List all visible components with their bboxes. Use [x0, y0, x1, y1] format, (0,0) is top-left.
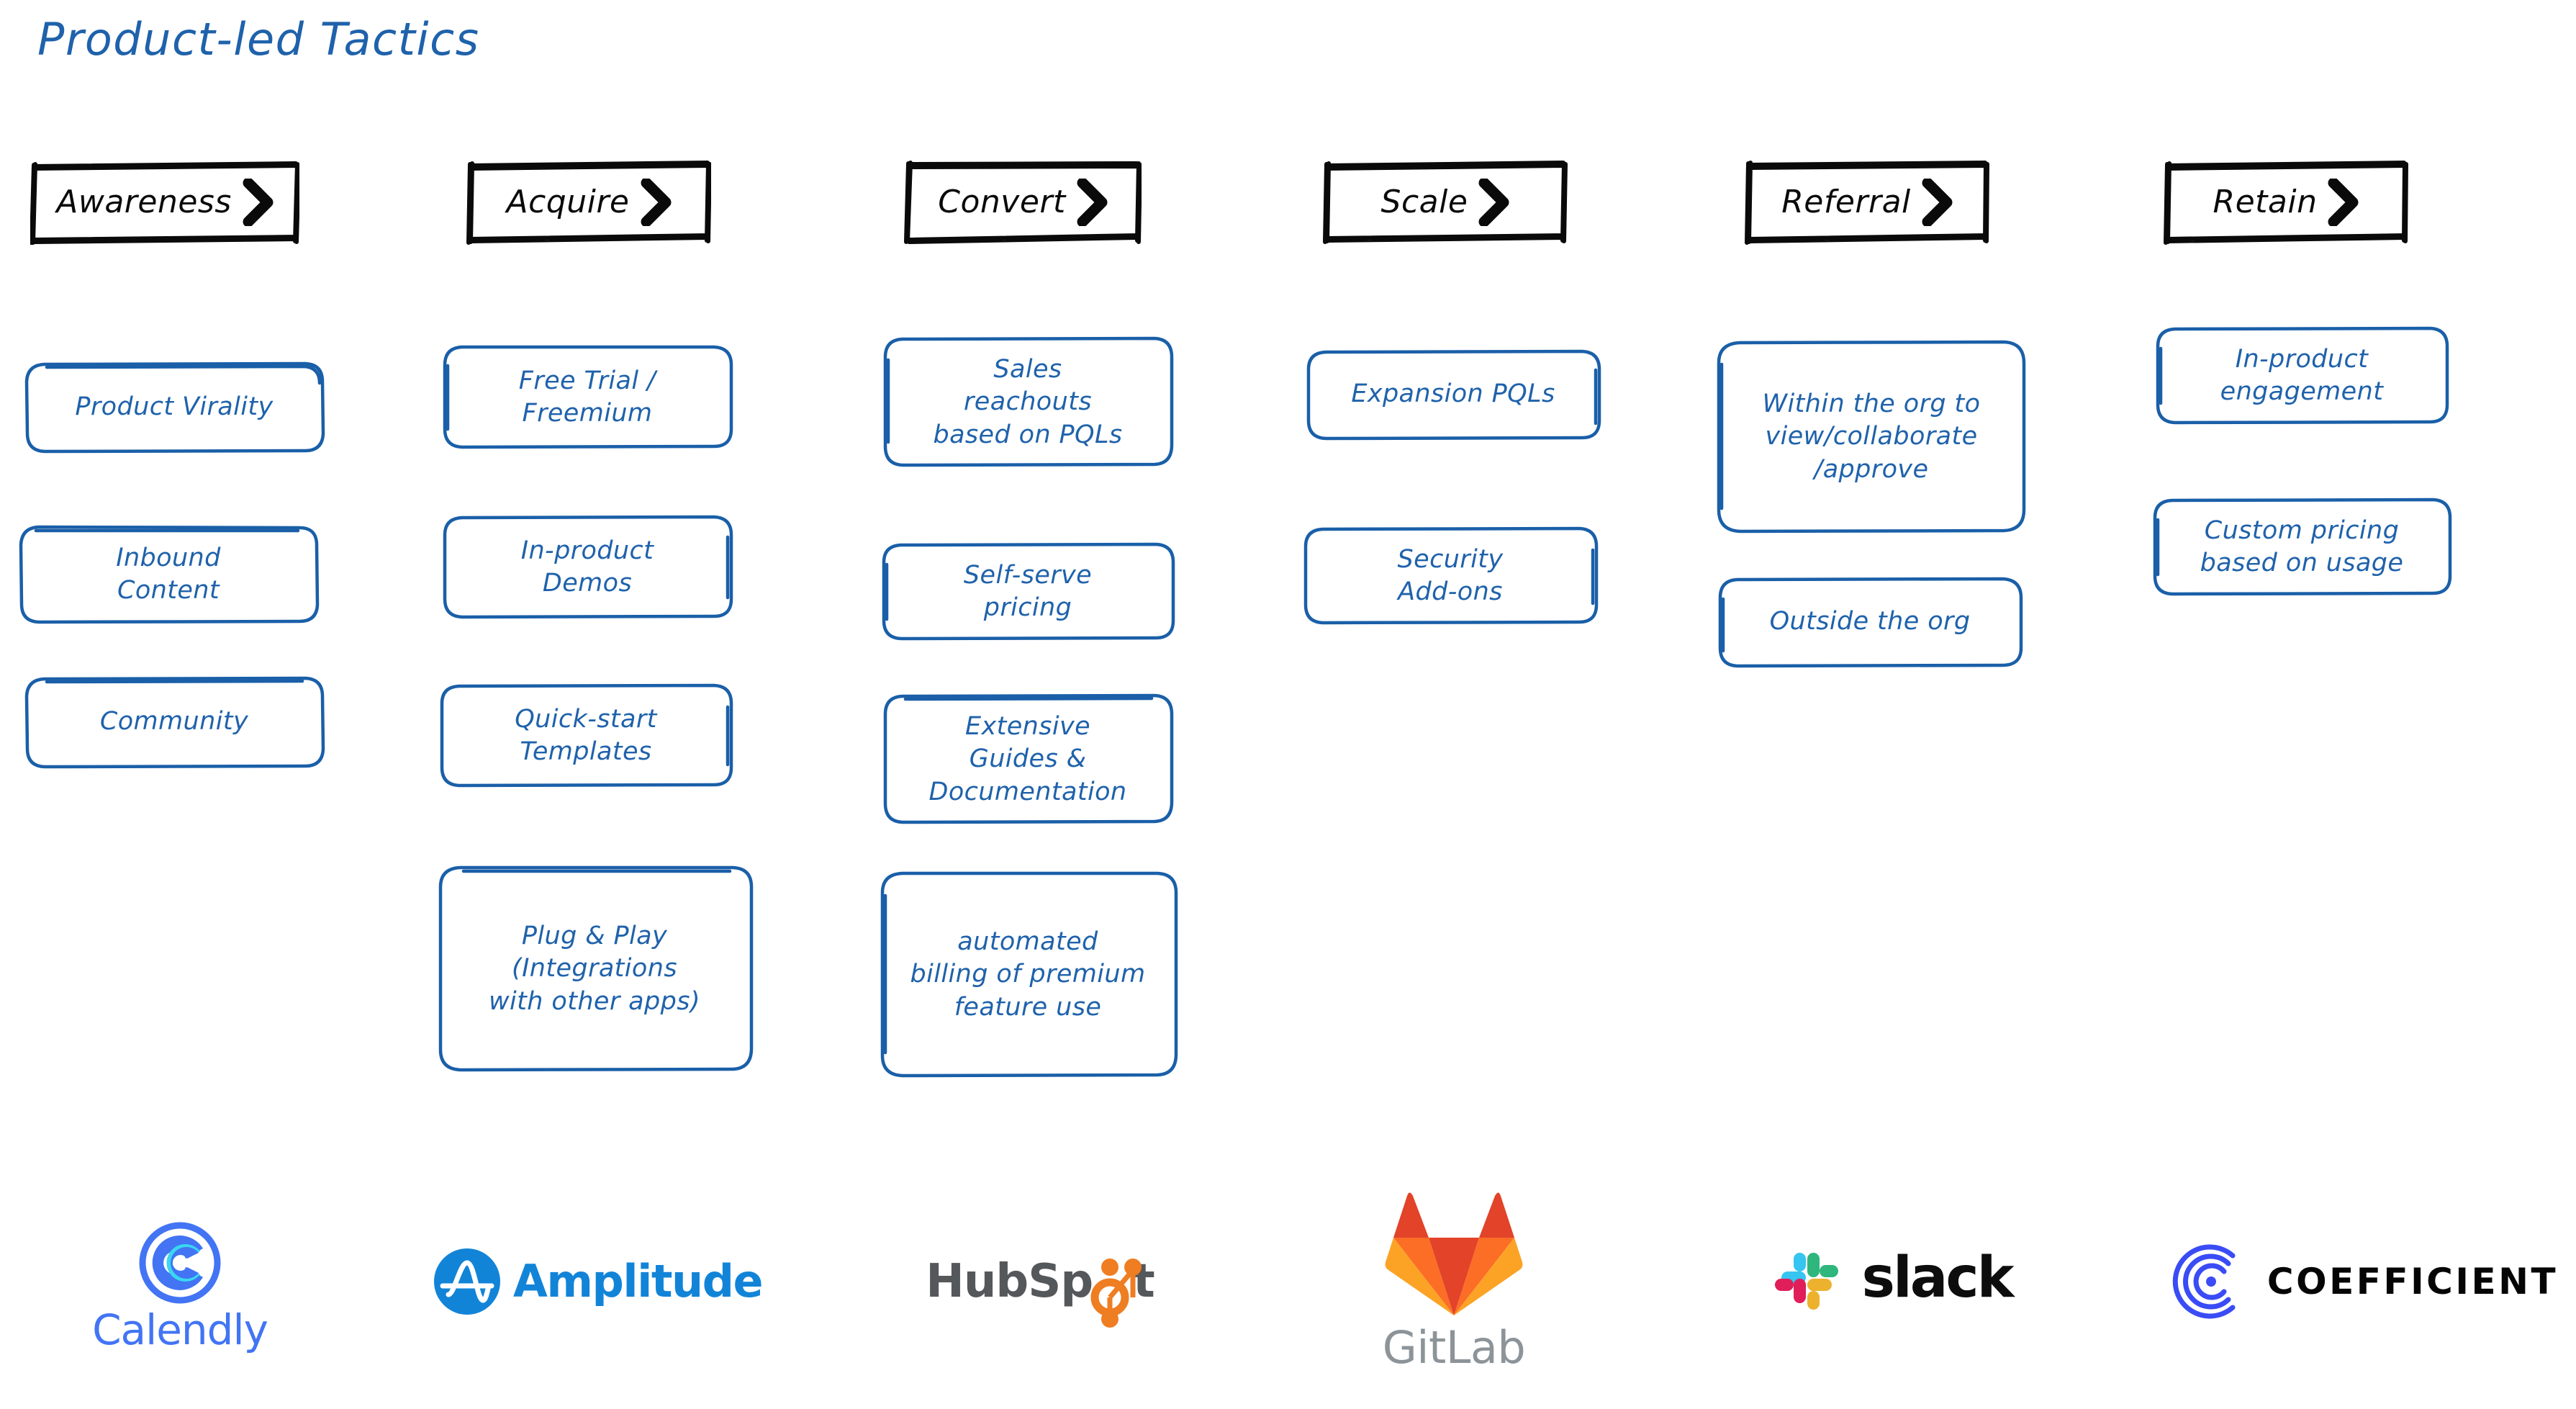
- stage-label: Referral: [1781, 184, 1911, 220]
- tactic-card-label: Extensive Guides & Documentation: [928, 711, 1127, 806]
- slack-pinwheel-icon: [1774, 1253, 1838, 1310]
- stage-label: Scale: [1380, 184, 1468, 220]
- tactic-card[interactable]: Inbound Content: [17, 524, 320, 625]
- tactic-card[interactable]: Product Virality: [23, 361, 325, 454]
- sketch-rounded-frame: [883, 693, 1174, 824]
- sketch-rectangle-frame: [1745, 161, 1989, 245]
- logo-amplitude: Amplitude: [432, 1224, 764, 1339]
- stage-header-referral[interactable]: Referral: [1745, 160, 1989, 245]
- sketch-rounded-frame: [440, 683, 733, 788]
- tactic-card-label: Sales reachouts based on PQLs: [933, 354, 1123, 449]
- tactic-card[interactable]: In-product Demos: [440, 514, 734, 621]
- coefficient-wordmark: COEFFICIENT: [2267, 1261, 2559, 1302]
- tactic-card-label: In-product engagement: [2220, 344, 2384, 407]
- sketch-rounded-frame: [1718, 577, 2023, 668]
- stage-header-scale[interactable]: Scale: [1323, 160, 1568, 245]
- tactic-card[interactable]: Custom pricing based on usage: [2151, 497, 2453, 598]
- tactic-card[interactable]: Sales reachouts based on PQLs: [880, 336, 1176, 469]
- sketch-rounded-frame: [2156, 326, 2449, 425]
- tactic-card[interactable]: Plug & Play (Integrations with other app…: [435, 864, 754, 1074]
- tactic-card[interactable]: Outside the org: [1714, 576, 2025, 668]
- logo-coefficient: COEFFICIENT: [2148, 1224, 2576, 1339]
- tactic-card[interactable]: Self-serve pricing: [880, 541, 1176, 642]
- logo-slack: slack: [1727, 1217, 2051, 1339]
- chevron-right-icon: [641, 179, 671, 226]
- stage-label: Awareness: [56, 184, 232, 220]
- chevron-right-icon: [1922, 179, 1953, 226]
- stage-header-acquire[interactable]: Acquire: [466, 160, 711, 245]
- tactic-card-label: Product Virality: [75, 392, 274, 422]
- tactic-card[interactable]: Within the org to view/collaborate /appr…: [1712, 338, 2031, 536]
- gitlab-wordmark: GitLab: [1382, 1321, 1526, 1374]
- tactic-card[interactable]: automated billing of premium feature use: [877, 870, 1179, 1080]
- tactic-card[interactable]: Free Trial / Freemium: [440, 344, 734, 451]
- amplitude-wordmark: Amplitude: [512, 1255, 764, 1307]
- sketch-rounded-frame: [1306, 349, 1601, 441]
- sketch-rounded-frame: [443, 515, 733, 619]
- tactic-card[interactable]: Expansion PQLs: [1304, 348, 1602, 441]
- tactic-card-label: Within the org to view/collaborate /appr…: [1762, 389, 1981, 484]
- stage-label: Convert: [938, 184, 1066, 220]
- chevron-right-icon: [1077, 179, 1108, 226]
- sketch-rounded-frame: [1303, 526, 1599, 625]
- sketch-rounded-frame: [1717, 340, 2026, 534]
- stage-header-convert[interactable]: Convert: [904, 160, 1142, 245]
- tactic-card-label: Custom pricing based on usage: [2200, 516, 2404, 578]
- sketch-rounded-frame: [880, 871, 1178, 1078]
- tactic-card[interactable]: In-product engagement: [2154, 325, 2450, 426]
- stage-label: Retain: [2213, 184, 2318, 220]
- tactic-card-label: Quick-start Templates: [515, 704, 657, 767]
- hubspot-sprocket-icon: [1090, 1259, 1142, 1328]
- tactic-card-label: Inbound Content: [116, 543, 221, 606]
- chevron-right-icon: [2328, 179, 2359, 226]
- tactic-card-label: Plug & Play (Integrations with other app…: [489, 921, 700, 1016]
- tactic-card-label: Expansion PQLs: [1351, 379, 1555, 409]
- sketch-rounded-frame: [24, 361, 325, 454]
- chevron-right-icon: [243, 179, 274, 226]
- tactic-card-label: automated billing of premium feature use: [910, 927, 1146, 1022]
- calendly-c-icon: [139, 1222, 221, 1304]
- tactic-card[interactable]: Extensive Guides & Documentation: [880, 693, 1176, 827]
- gitlab-tanuki-icon: [1385, 1192, 1523, 1315]
- logo-gitlab: GitLab: [1303, 1192, 1605, 1370]
- stage-header-awareness[interactable]: Awareness: [30, 160, 299, 245]
- sketch-rounded-frame: [24, 676, 325, 769]
- stage-header-retain[interactable]: Retain: [2164, 160, 2408, 245]
- tactic-card-label: In-product Demos: [520, 536, 654, 598]
- calendly-wordmark: Calendly: [92, 1305, 268, 1354]
- tactic-card[interactable]: Security Add-ons: [1301, 526, 1599, 626]
- sketch-rectangle-frame: [466, 161, 711, 245]
- sketch-rectangle-frame: [1323, 161, 1568, 244]
- amplitude-wave-icon: [433, 1248, 500, 1315]
- sketch-rectangle-frame: [2164, 161, 2408, 245]
- tactic-card-label: Outside the org: [1769, 607, 1971, 636]
- coefficient-rings-icon: [2172, 1244, 2236, 1319]
- sketch-rounded-frame: [882, 542, 1175, 641]
- tactic-card-label: Security Add-ons: [1397, 544, 1504, 607]
- sketch-rounded-frame: [883, 336, 1174, 467]
- chevron-right-icon: [1478, 179, 1509, 226]
- slack-wordmark: slack: [1861, 1246, 2015, 1310]
- tactic-card-label: Self-serve pricing: [963, 560, 1093, 623]
- tactic-card-label: Free Trial / Freemium: [518, 366, 656, 428]
- hubspot-wordmark-before: HubSp: [926, 1255, 1093, 1308]
- sketch-rounded-frame: [438, 865, 754, 1072]
- sketch-rectangle-frame: [30, 161, 299, 245]
- tactic-card-label: Community: [99, 707, 249, 737]
- logo-calendly: Calendly: [29, 1210, 331, 1361]
- sketch-rounded-frame: [2153, 498, 2452, 596]
- sketch-rectangle-frame: [904, 161, 1142, 244]
- sketch-rounded-frame: [443, 345, 733, 449]
- tactic-card[interactable]: Community: [23, 675, 325, 769]
- page-title: Product-led Tactics: [37, 13, 480, 66]
- sketch-rounded-frame: [19, 525, 320, 624]
- stage-label: Acquire: [506, 184, 630, 220]
- tactic-card[interactable]: Quick-start Templates: [438, 683, 734, 789]
